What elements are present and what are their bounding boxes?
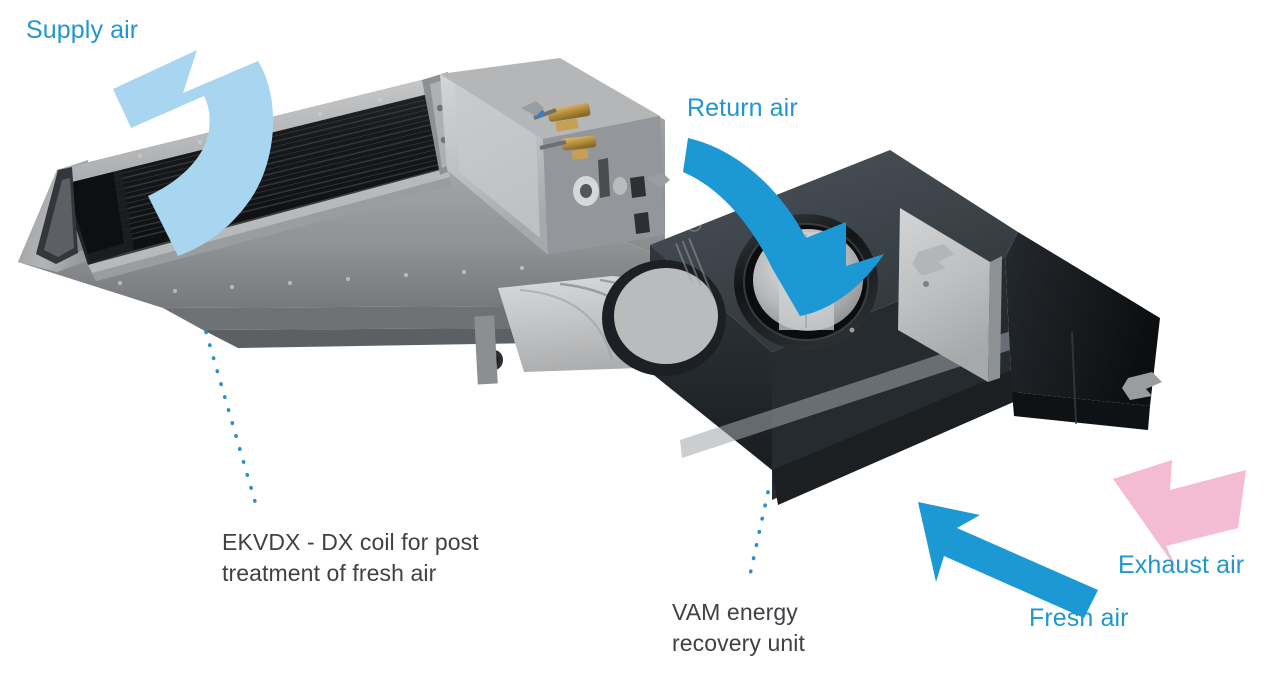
- ekvdx-housing-top: [440, 58, 660, 139]
- ekvdx-wire-grommet: [598, 158, 610, 198]
- return-air-arrow: [683, 138, 884, 316]
- ekvdx-hanger-bracket: [521, 101, 544, 116]
- vam-panel-seam: [1071, 331, 1077, 425]
- vam-hanger-bracket-right: [1122, 372, 1162, 400]
- vam-right-end-panel: [1005, 232, 1160, 406]
- vam-secondary-duct-port: [602, 260, 726, 376]
- ekvdx-flange-left-plate: [44, 178, 74, 257]
- leader-line-ekvdx: [204, 330, 260, 514]
- ekvdx-slot: [634, 212, 650, 234]
- ekvdx-screw: [436, 104, 444, 112]
- ekvdx-hanger-bracket: [646, 172, 670, 188]
- vam-energy-recovery-unit: [602, 150, 1162, 505]
- ekvdx-rivet-row: [117, 265, 525, 294]
- supply-air-label: Supply air: [26, 16, 139, 44]
- exhaust-air-arrow: [1113, 460, 1246, 571]
- ekvdx-mount-plate: [474, 315, 498, 385]
- vam-callout-text: VAM energy recovery unit: [672, 599, 805, 657]
- vam-front-skirt-lower: [772, 370, 1018, 505]
- ekvdx-slot: [630, 176, 646, 198]
- vam-seam-strip: [680, 330, 1016, 458]
- exhaust-air-label: Exhaust air: [1118, 551, 1245, 579]
- return-air-label: Return air: [687, 94, 798, 122]
- ekvdx-knockout-small: [613, 177, 627, 195]
- supply-air-arrow: [113, 50, 274, 256]
- ekvdx-coil-bottom-rail: [92, 177, 452, 281]
- leader-line-vam: [746, 490, 770, 586]
- fresh-air-arrow: [918, 502, 1098, 618]
- vam-access-panel-edge: [988, 256, 1002, 382]
- vam-screw: [923, 281, 929, 287]
- vam-hanger-bracket: [912, 244, 954, 276]
- ekvdx-callout-text: EKVDX - DX coil for post treatment of fr…: [222, 529, 479, 587]
- fresh-air-label: Fresh air: [1029, 604, 1129, 632]
- ekvdx-access-panel: [455, 84, 540, 238]
- vam-right-end-lower: [1012, 392, 1150, 430]
